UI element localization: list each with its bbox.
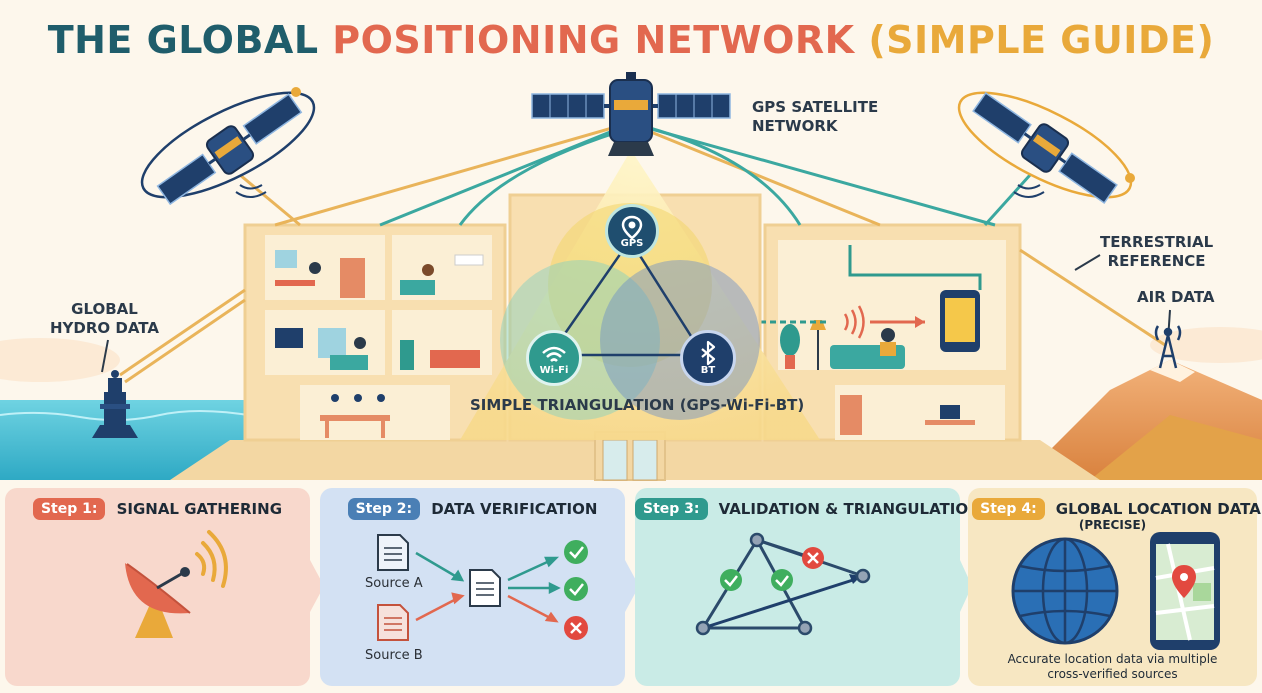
step-1-panel: Step 1: SIGNAL GATHERING bbox=[5, 488, 310, 686]
globe-and-map-illustration bbox=[1011, 532, 1220, 650]
satellite-main bbox=[531, 72, 731, 156]
check-icon-b bbox=[771, 569, 793, 591]
gps-node-label: GPS bbox=[620, 238, 644, 249]
page-title: THE GLOBAL POSITIONING NETWORK (SIMPLE G… bbox=[0, 18, 1262, 62]
satellite-left bbox=[140, 87, 316, 206]
source-b-label: Source B bbox=[365, 648, 423, 663]
check-icon-a bbox=[720, 569, 742, 591]
step-3-title: VALIDATION & TRIANGULATION bbox=[718, 500, 981, 518]
gps-node: GPS bbox=[605, 204, 659, 258]
data-verification-diagram bbox=[377, 534, 588, 641]
step-1-title: SIGNAL GATHERING bbox=[116, 500, 283, 518]
terrestrial-reference-label: TERRESTRIAL REFERENCE bbox=[1100, 233, 1214, 270]
radio-tower-icon bbox=[1154, 325, 1182, 369]
step-4-subtitle: (PRECISE) bbox=[1078, 518, 1147, 532]
background-clouds bbox=[0, 327, 1262, 382]
wifi-icon bbox=[542, 346, 566, 362]
step-2-title: DATA VERIFICATION bbox=[431, 500, 598, 518]
step-3-badge: Step 3: bbox=[635, 498, 708, 520]
wifi-node-label: Wi-Fi bbox=[539, 365, 569, 376]
bluetooth-icon bbox=[701, 340, 716, 366]
globe-icon bbox=[1011, 537, 1119, 645]
cross-icon bbox=[564, 616, 588, 640]
satellite-right bbox=[957, 91, 1135, 204]
bt-node-label: BT bbox=[700, 365, 716, 376]
validation-network-diagram bbox=[695, 532, 871, 636]
satellite-dish-icon bbox=[125, 530, 228, 638]
step-4-title: GLOBAL LOCATION DATA bbox=[1055, 500, 1261, 518]
document-icon-b bbox=[377, 604, 409, 641]
step-2-badge: Step 2: bbox=[347, 498, 421, 520]
phone-map-icon bbox=[1150, 532, 1220, 650]
step-3-panel: Step 3: VALIDATION & TRIANGULATION bbox=[635, 488, 981, 686]
document-icon-a bbox=[377, 534, 409, 571]
check-icon-1 bbox=[564, 540, 588, 564]
air-data-label: AIR DATA bbox=[1137, 288, 1215, 306]
signal-lines bbox=[101, 126, 1171, 384]
title-part-2: POSITIONING NETWORK bbox=[332, 18, 855, 62]
location-pin-icon bbox=[621, 215, 643, 240]
buoy-icon bbox=[92, 370, 138, 438]
wifi-node: Wi-Fi bbox=[526, 330, 582, 386]
title-part-1: THE GLOBAL bbox=[47, 18, 319, 62]
cross-icon-a bbox=[802, 547, 824, 569]
title-part-3: (SIMPLE GUIDE) bbox=[868, 18, 1215, 62]
check-icon-2 bbox=[564, 577, 588, 601]
global-hydro-data-label: GLOBAL HYDRO DATA bbox=[50, 300, 159, 337]
house-left bbox=[243, 223, 507, 442]
step-4-caption: Accurate location data via multiple cros… bbox=[1007, 652, 1218, 681]
gps-satellite-network-label: GPS SATELLITE NETWORK bbox=[752, 98, 879, 135]
triangulation-caption: SIMPLE TRIANGULATION (GPS-Wi-Fi-BT) bbox=[470, 396, 805, 414]
step-1-badge: Step 1: bbox=[32, 498, 106, 520]
document-icon-merged bbox=[469, 569, 501, 607]
bt-node: BT bbox=[680, 330, 736, 386]
source-a-label: Source A bbox=[365, 576, 423, 591]
step-2-panel: Step 2: DATA VERIFICATION Source A Sourc… bbox=[320, 488, 625, 686]
house-right bbox=[740, 223, 1022, 442]
step-4-panel: Step 4: GLOBAL LOCATION DATA (PRECISE) A… bbox=[968, 488, 1261, 686]
step-4-badge: Step 4: bbox=[972, 498, 1045, 520]
